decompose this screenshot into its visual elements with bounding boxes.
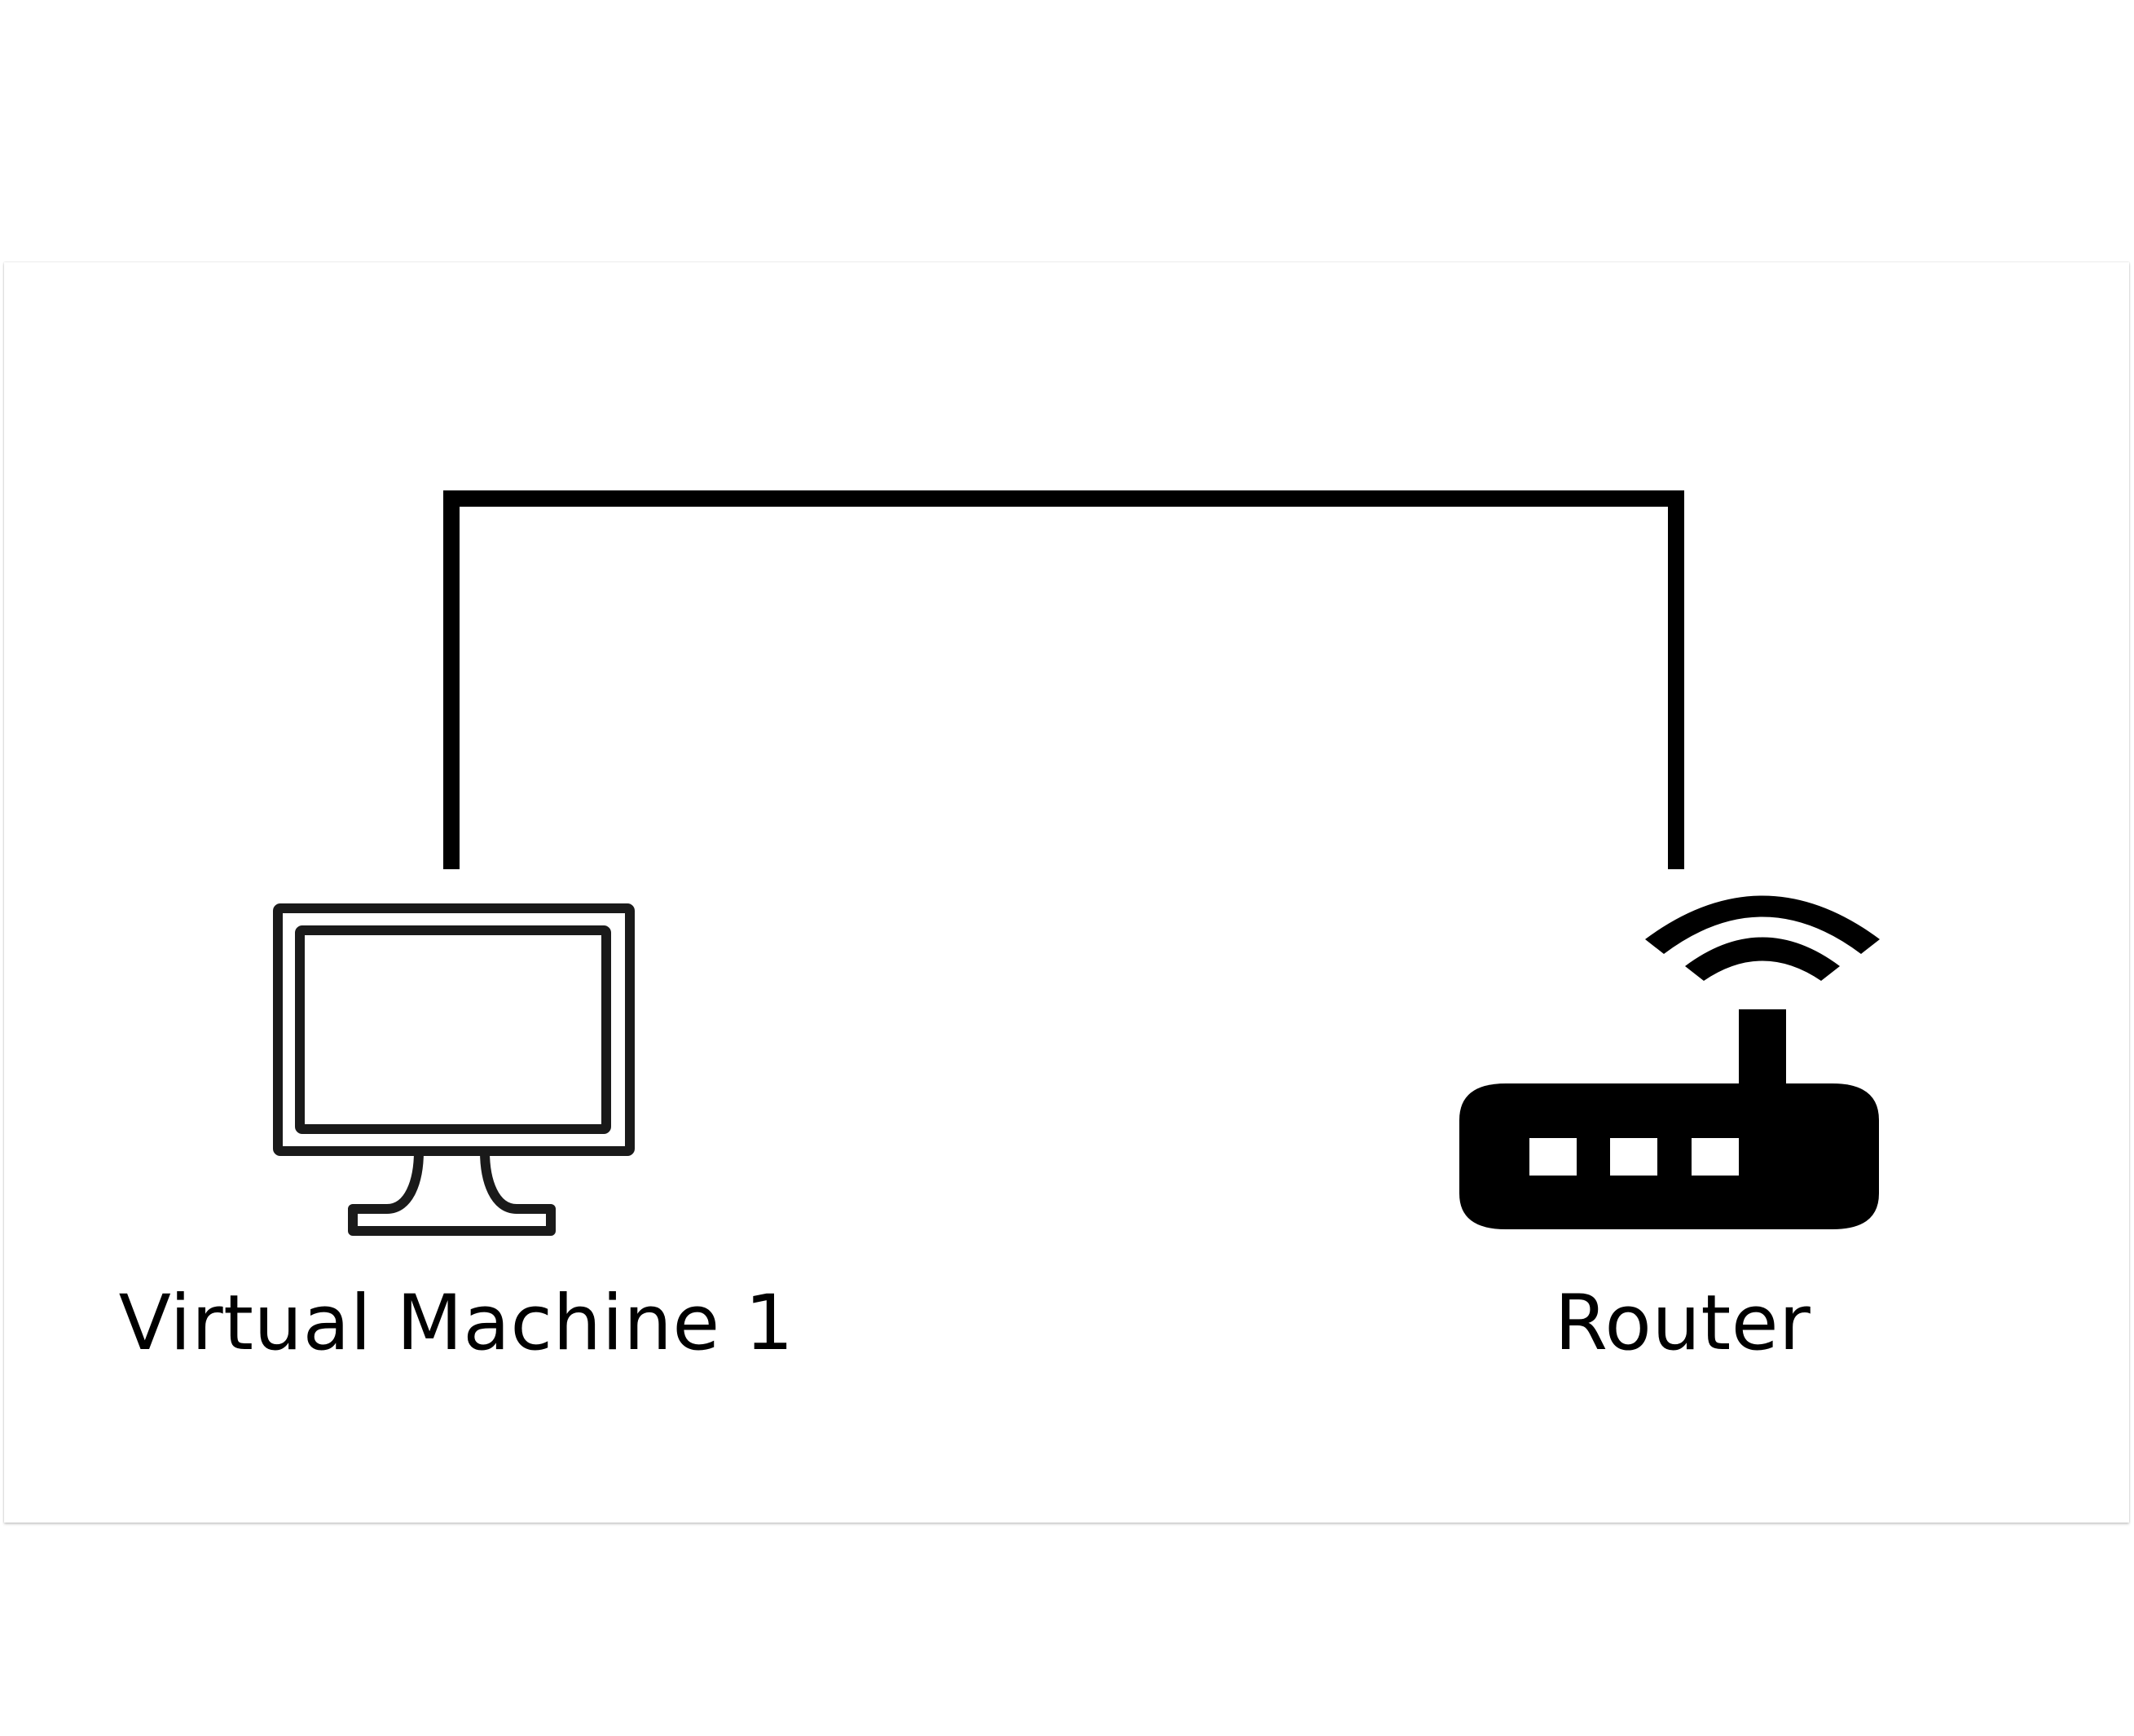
connection-line xyxy=(443,490,1684,869)
node-label-virtual-machine: Virtual Machine 1 xyxy=(118,1279,794,1368)
diagram-canvas xyxy=(4,262,2129,1523)
monitor-icon xyxy=(273,903,635,1236)
node-label-router: Router xyxy=(1554,1279,1811,1368)
router-icon xyxy=(1459,895,1880,1229)
